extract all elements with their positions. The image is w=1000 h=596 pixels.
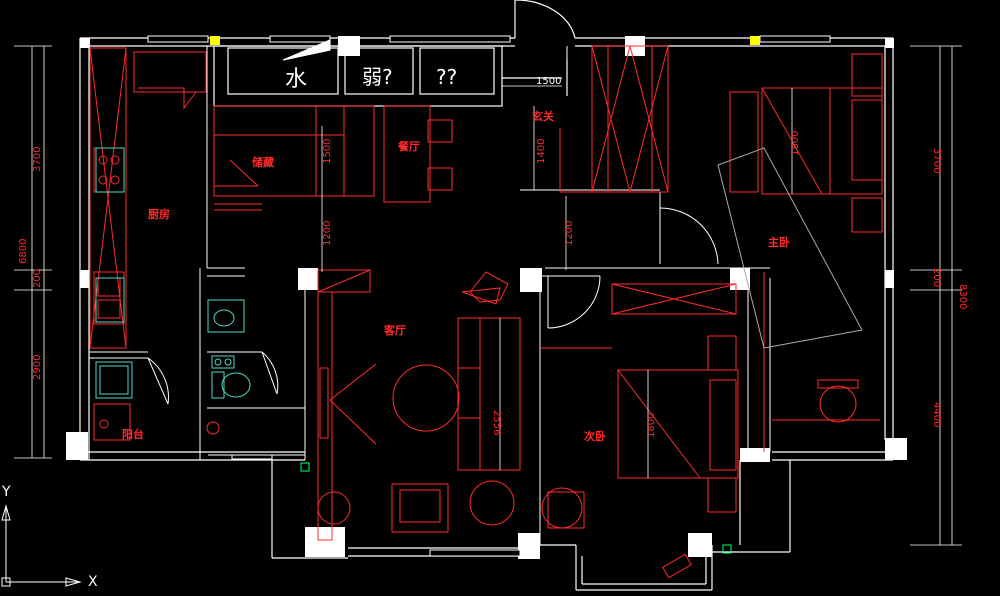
dim-right-3700: 3700 bbox=[931, 148, 942, 173]
axis-label-y: Y bbox=[1, 484, 11, 500]
green-marker-left bbox=[300, 462, 310, 472]
dim-right-8300: 8300 bbox=[957, 284, 968, 309]
master-bed-rotated-outline bbox=[717, 147, 863, 349]
cabinet-label-weak-current: 弱? bbox=[362, 65, 393, 89]
dim-entrance-1400: 1400 bbox=[536, 139, 547, 164]
dim-sofa-2556: 2556 bbox=[491, 410, 502, 435]
room-label-storage: 储藏 bbox=[252, 155, 274, 169]
room-label-dining: 餐厅 bbox=[397, 139, 420, 153]
interior-walls bbox=[89, 46, 771, 545]
room-label-entrance: 玄关 bbox=[532, 109, 554, 123]
dim-corridor-1200-right: 1200 bbox=[564, 221, 575, 246]
room-label-master-bedroom: 主卧 bbox=[768, 235, 790, 249]
dim-storage-1500: 1500 bbox=[322, 139, 333, 164]
room-labels: 储藏 餐厅 玄关 厨房 客厅 主卧 次卧 阳台 bbox=[122, 109, 790, 443]
yellow-marker-right bbox=[750, 36, 760, 45]
dim-left-3700: 3700 bbox=[32, 147, 43, 172]
dimension-labels: 1500 1500 1400 1800 1200 1200 2556 1800 … bbox=[18, 76, 968, 438]
dim-left-200: 200 bbox=[32, 269, 43, 288]
dim-right-4400: 4400 bbox=[931, 402, 942, 427]
dim-corridor-1200-left: 1200 bbox=[322, 221, 333, 246]
dimension-lines bbox=[14, 45, 962, 546]
top-cabinets bbox=[213, 39, 568, 107]
axis-label-x: X bbox=[88, 574, 98, 590]
dim-second-bed-1800: 1800 bbox=[646, 413, 657, 438]
room-label-balcony: 阳台 bbox=[122, 427, 144, 441]
room-label-living: 客厅 bbox=[383, 323, 406, 337]
wall-columns bbox=[66, 36, 907, 559]
dim-left-6800: 6800 bbox=[18, 239, 29, 264]
room-label-kitchen: 厨房 bbox=[148, 207, 170, 221]
yellow-marker-left bbox=[210, 36, 220, 45]
windows bbox=[147, 35, 831, 557]
furniture bbox=[89, 45, 883, 579]
cabinet-label-unknown: ?? bbox=[436, 65, 457, 89]
dim-master-bed-1800: 1800 bbox=[790, 131, 801, 156]
ucs-axis-icon bbox=[1, 504, 82, 587]
cabinet-label-water: 水 bbox=[285, 67, 307, 92]
dim-left-2900: 2900 bbox=[32, 355, 43, 380]
green-marker-right bbox=[722, 544, 732, 554]
room-label-second-bedroom: 次卧 bbox=[584, 429, 606, 443]
exterior-walls bbox=[66, 0, 894, 591]
bathroom-fixtures bbox=[95, 147, 251, 399]
dim-top-1500: 1500 bbox=[536, 76, 561, 87]
dim-right-200: 200 bbox=[931, 268, 942, 287]
